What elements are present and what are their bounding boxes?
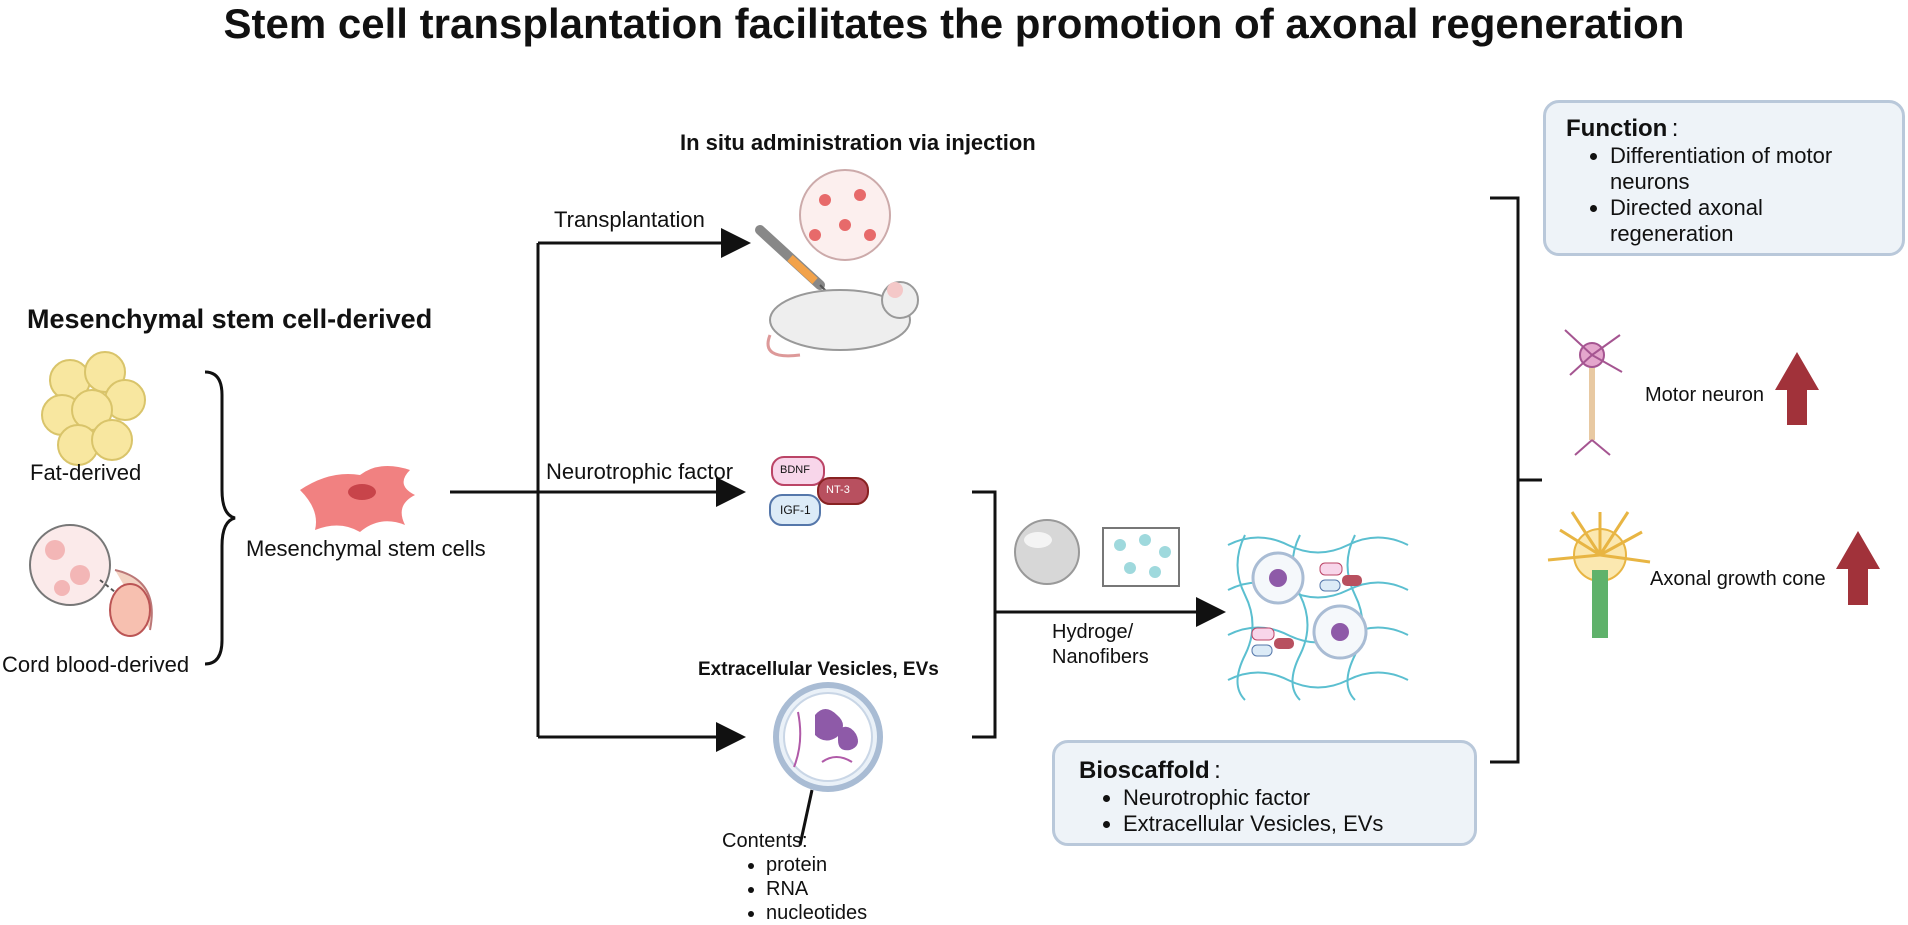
neurotrophic-label: Neurotrophic factor: [546, 459, 734, 484]
fat-derived-label: Fat-derived: [30, 460, 142, 485]
contents-heading: Contents:: [722, 830, 808, 852]
motor-neuron-up-arrow-icon: [1775, 352, 1819, 425]
bioscaffold-box: Bioscaffold : Neurotrophic factor Extrac…: [1052, 740, 1477, 846]
growth-cone-label: Axonal growth cone: [1650, 568, 1826, 590]
fat-cells-icon: [41, 351, 146, 466]
bioscaffold-icon: [1227, 534, 1409, 701]
ev-heading: Extracellular Vesicles, EVs: [698, 659, 939, 680]
neurotrophic-factors-icon: [769, 456, 869, 526]
injection-heading: In situ administration via injection: [680, 130, 1036, 155]
contents-item: RNA: [766, 877, 867, 901]
msc-label: Mesenchymal stem cells: [246, 536, 486, 561]
nt3-label: NT-3: [826, 484, 850, 496]
bioscaffold-title: Bioscaffold: [1079, 757, 1210, 784]
growth-cone-icon: [1547, 511, 1651, 638]
transplantation-label: Transplantation: [554, 207, 705, 232]
function-colon: :: [1671, 115, 1679, 142]
cord-blood-icon: [29, 524, 153, 637]
hydrogel-label-line2: Nanofibers: [1052, 646, 1149, 668]
growth-cone-up-arrow-icon: [1836, 531, 1880, 605]
function-item: Differentiation of motor neurons: [1610, 143, 1882, 195]
igf1-label: IGF-1: [780, 503, 811, 517]
extracellular-vesicle-icon: [773, 682, 883, 792]
ev-contents: Contents: protein RNA nucleotides: [722, 830, 867, 925]
cord-blood-label: Cord blood-derived: [2, 652, 190, 677]
bioscaffold-item: Extracellular Vesicles, EVs: [1123, 811, 1474, 837]
bioscaffold-colon: :: [1214, 757, 1221, 784]
diagram-title: Stem cell transplantation facilitates th…: [223, 0, 1685, 47]
source-heading: Mesenchymal stem cell-derived: [27, 304, 433, 334]
hydrogel-sphere-icon: [1014, 519, 1080, 585]
rat-icon: [766, 281, 919, 358]
bdnf-label: BDNF: [780, 464, 810, 476]
hydrogel-label-line1: Hydroge/: [1052, 621, 1134, 643]
function-title: Function: [1566, 115, 1668, 142]
cell-culture-icon: [799, 169, 891, 261]
motor-neuron-icon: [1564, 329, 1623, 456]
source-brace: [204, 370, 236, 666]
contents-item: protein: [766, 853, 867, 877]
motor-neuron-label: Motor neuron: [1645, 384, 1764, 406]
function-box: Function : Differentiation of motor neur…: [1543, 100, 1905, 256]
contents-item: nucleotides: [766, 901, 867, 925]
function-item: Directed axonal regeneration: [1610, 195, 1882, 247]
bioscaffold-item: Neurotrophic factor: [1123, 785, 1474, 811]
nanofiber-icon: [1102, 527, 1180, 587]
